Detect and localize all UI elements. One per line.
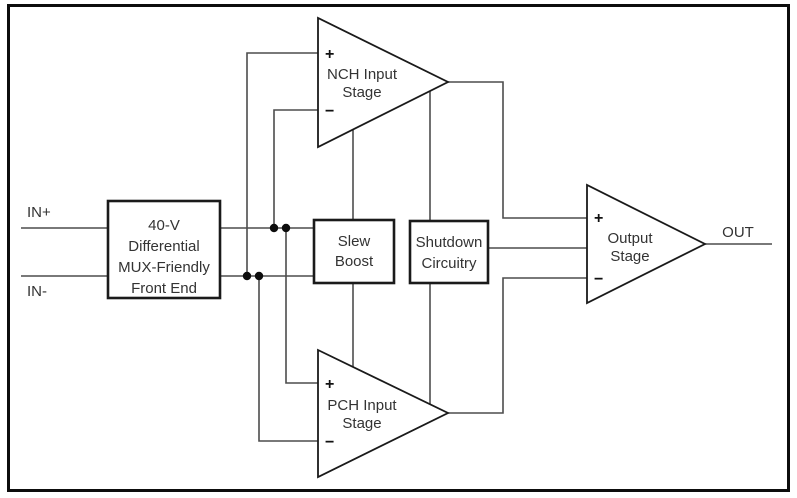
nch-minus-sign: − — [325, 103, 334, 120]
pch-minus-sign: − — [325, 434, 334, 451]
output-minus-sign: − — [594, 271, 603, 288]
slew-boost-label-line2: Boost — [335, 253, 374, 270]
wire-pch-output — [442, 277, 592, 414]
diagram-frame — [7, 4, 790, 492]
front-end-label-line2: Differential — [128, 238, 199, 255]
nch-stage-label-line2: Stage — [342, 84, 381, 101]
junction-dot — [242, 271, 252, 281]
nch-plus-sign: + — [325, 46, 334, 63]
wire-nch-minus-input — [273, 109, 324, 228]
shutdown-label-line2: Circuitry — [422, 255, 477, 272]
output-stage-symbol — [586, 183, 708, 305]
front-end-label-line4: Front End — [131, 280, 197, 297]
wire-nch-plus-input — [246, 52, 324, 276]
junction-dots — [242, 223, 291, 281]
out-label: OUT — [722, 224, 754, 241]
front-end-label-line3: MUX-Friendly — [118, 259, 210, 276]
in-plus-label: IN+ — [27, 204, 51, 221]
wires — [21, 52, 772, 442]
in-minus-label: IN- — [27, 283, 47, 300]
output-plus-sign: + — [594, 210, 603, 227]
junction-dot — [269, 223, 279, 233]
front-end-label-line1: 40-V — [148, 217, 180, 234]
pch-stage-label-line1: PCH Input — [327, 397, 397, 414]
nch-input-stage-symbol — [317, 16, 451, 149]
pch-plus-sign: + — [325, 376, 334, 393]
pch-stage-label-line2: Stage — [342, 415, 381, 432]
output-stage-label-line1: Output — [607, 230, 653, 247]
wire-nch-output — [442, 81, 592, 219]
wire-pch-plus-input — [285, 228, 324, 384]
pch-input-stage-symbol — [317, 348, 451, 479]
front-end-block — [106, 199, 222, 300]
shutdown-label-line1: Shutdown — [416, 234, 483, 251]
junction-dot — [281, 223, 291, 233]
labels: IN+ IN- 40-V Differential MUX-Friendly F… — [27, 46, 754, 451]
nch-stage-label-line1: NCH Input — [327, 66, 398, 83]
shutdown-circuitry-block — [408, 219, 490, 285]
wire-pch-minus-input — [258, 276, 324, 442]
slew-boost-label-line1: Slew — [338, 233, 371, 250]
slew-boost-block — [312, 218, 396, 285]
junction-dot — [254, 271, 264, 281]
output-stage-label-line2: Stage — [610, 248, 649, 265]
